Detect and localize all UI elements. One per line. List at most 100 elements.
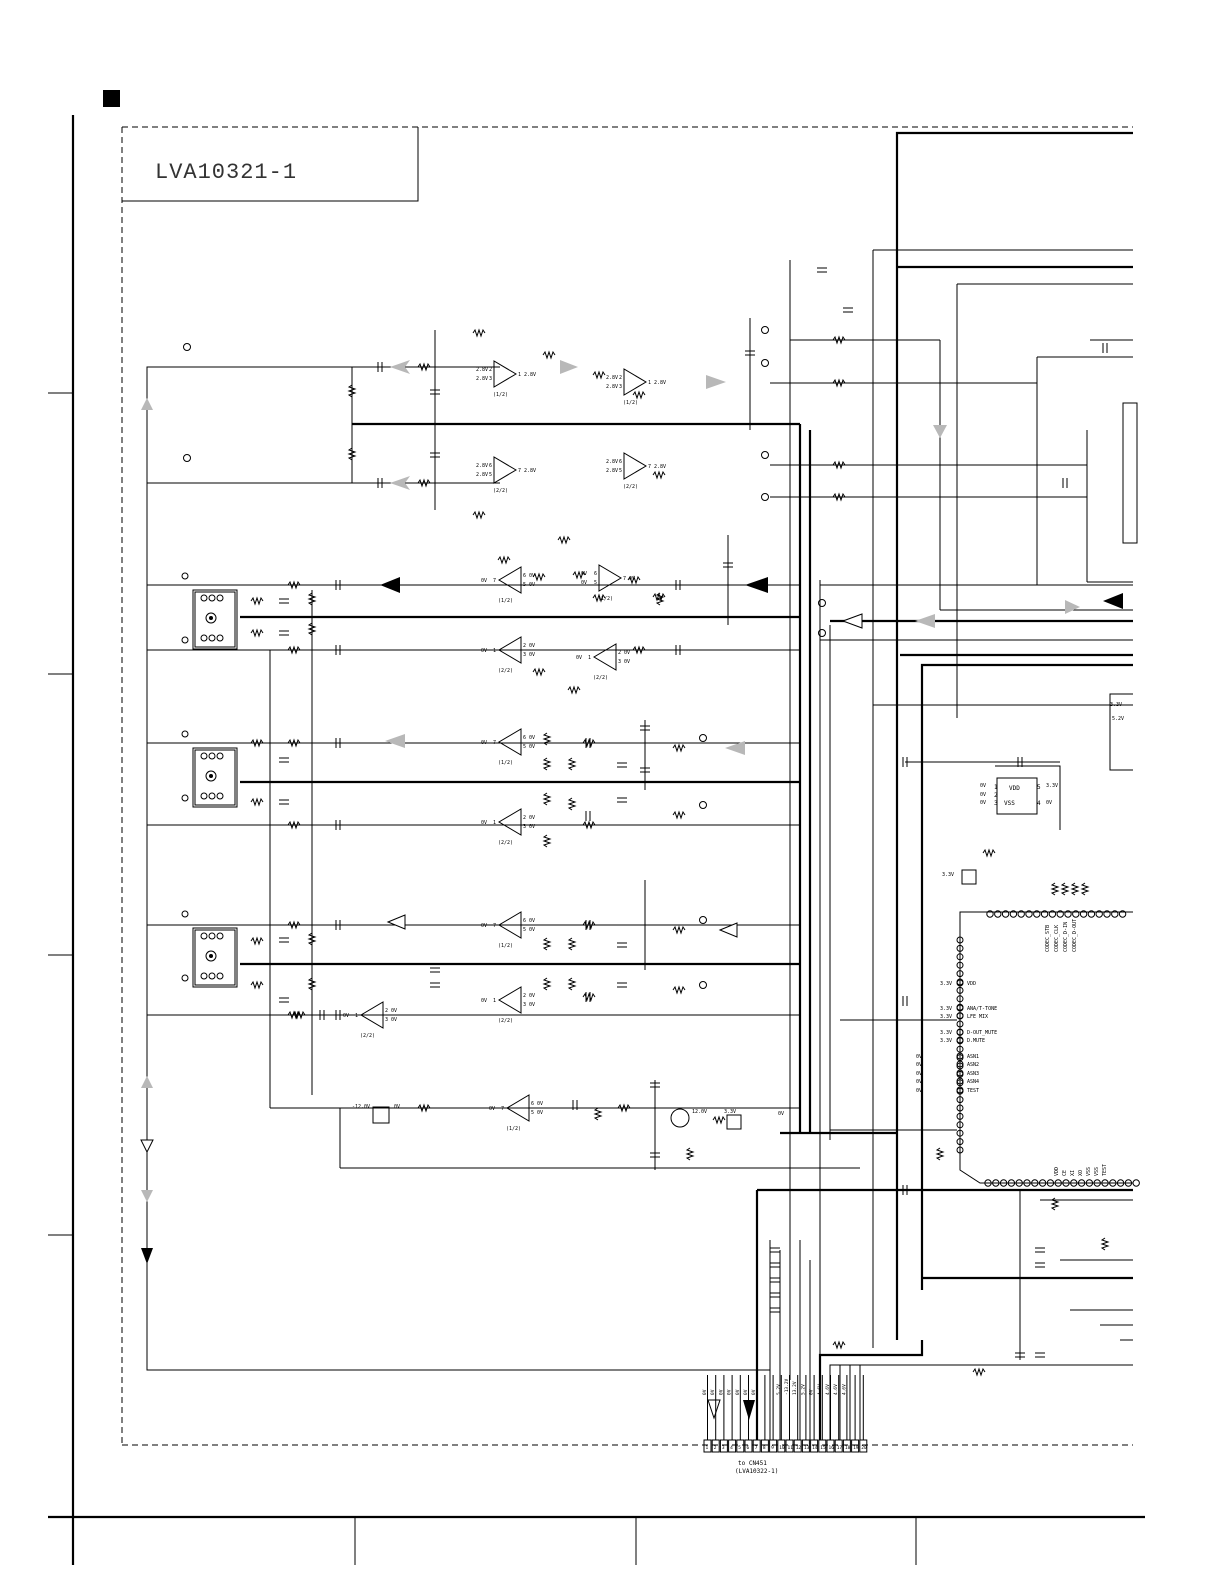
test-point	[761, 493, 769, 501]
opamp-pin-voltage: 0V	[529, 744, 535, 750]
test-point	[183, 454, 191, 462]
opamp-pin-voltage: 0V	[481, 578, 487, 584]
arrow-icon	[915, 614, 935, 628]
connector-pin: 6	[747, 1445, 750, 1451]
opamp-pin-voltage: 2.8V	[476, 367, 488, 373]
resistor	[1050, 882, 1060, 896]
opamp-unit-label: (2/2)	[623, 484, 638, 490]
dsp-pin-label: ASN1	[967, 1054, 979, 1060]
opamp-pin-voltage: 0V	[391, 1017, 397, 1023]
test-point	[761, 359, 769, 367]
gate-vss-label: VSS	[1004, 800, 1015, 807]
connector-pin: 10	[779, 1445, 785, 1451]
opamp-pin: 3	[385, 1017, 388, 1023]
resistor	[532, 667, 546, 677]
opamp-pin: 6	[619, 459, 622, 465]
dsp-bottom-pin-label: VSS	[1094, 1167, 1100, 1176]
dsp-pin-label: ANA/T-TONE	[967, 1006, 997, 1012]
resistor	[567, 757, 577, 771]
opamp-pin-voltage: 0V	[481, 648, 487, 654]
opamp-pin-voltage: 0V	[624, 650, 630, 656]
resistor	[672, 743, 686, 753]
arrow-icon	[385, 734, 405, 748]
codec-labels: CODEC_STB CODEC_CLK CODEC_D-IN CODEC_D-O…	[1045, 919, 1078, 952]
resistor	[652, 470, 666, 480]
flow-arrows	[380, 360, 1123, 1420]
arrow-icon	[560, 360, 578, 374]
connector-pin: 17	[837, 1445, 843, 1451]
opamp-pin: 7	[623, 576, 626, 582]
arrow-icon	[841, 613, 863, 629]
page-frame	[48, 90, 1145, 1565]
dsp-bottom-pin-label: VSS	[1086, 1167, 1092, 1176]
reg-label-2: 3.3V	[1110, 702, 1122, 708]
gate-pin-3: 3	[994, 800, 998, 807]
resistor	[542, 757, 552, 771]
resistor	[542, 977, 552, 991]
dsp-pin-voltage: 3.3V	[940, 1014, 952, 1020]
dsp-bottom-pin-label: CE	[1062, 1170, 1068, 1176]
resistor	[417, 362, 431, 372]
opamp-unit-label: (1/2)	[598, 596, 613, 602]
flow-arrow-icon	[141, 1248, 153, 1264]
connector-pin-voltage: 4.6V	[841, 1384, 847, 1395]
resistor	[627, 575, 641, 585]
resistor	[1100, 1237, 1110, 1251]
resistor	[287, 738, 301, 748]
opamp-pin-voltage: 0V	[529, 652, 535, 658]
resistor	[982, 848, 996, 858]
opamp-pin-voltage: 0V	[481, 820, 487, 826]
resistor	[250, 738, 264, 748]
gate-v-4: 0V	[1046, 800, 1052, 806]
tr-label-3: 12.0V	[692, 1109, 707, 1115]
opamp-unit-label: (2/2)	[360, 1033, 375, 1039]
opamp-pin-voltage: 0V	[629, 576, 635, 582]
resistor	[632, 645, 646, 655]
opamp-pin: 2	[385, 1008, 388, 1014]
resistor	[832, 460, 846, 470]
resistor	[1060, 882, 1070, 896]
opamp-pin: 5	[523, 744, 526, 750]
opamp-unit-label: (1/2)	[498, 943, 513, 949]
opamp-pin: 6	[531, 1101, 534, 1107]
codec-clk-label: CODEC_CLK	[1054, 925, 1060, 952]
reg-label-3: 5.2V	[1112, 716, 1124, 722]
opamp-pin: 7	[518, 468, 521, 474]
bottom-driver: -12.0V 0V 12.0V 3.3V 0V	[352, 1104, 784, 1130]
opamp-pin: 6	[594, 571, 597, 577]
dsp-pin-label: ASN4	[967, 1079, 979, 1085]
opamp-unit-label: (1/2)	[498, 598, 513, 604]
connector-pin-voltage: 0V	[735, 1389, 741, 1395]
opamp-pin: 1	[588, 655, 591, 661]
gate-v-3: 0V	[980, 800, 986, 806]
arrow-icon	[380, 577, 400, 593]
opamp-pin: 6	[523, 918, 526, 924]
opamp-pin-voltage: 0V	[481, 923, 487, 929]
opamp-pin-voltage: 0V	[529, 918, 535, 924]
connector-pin: 2	[714, 1445, 717, 1451]
resistor	[567, 937, 577, 951]
resistor	[287, 820, 301, 830]
board-outline: LVA10321-1	[121, 126, 1133, 1446]
opamp-unit-label: (2/2)	[593, 675, 608, 681]
connector-pin-voltage: -13.2V	[784, 1378, 790, 1395]
connector-pin-voltage: 0V	[718, 1389, 724, 1395]
opamp-pin-voltage: 0V	[624, 659, 630, 665]
resistor	[292, 1010, 306, 1020]
opamp-pin-voltage: 2.8V	[606, 384, 618, 390]
opamp-pin: 5	[594, 580, 597, 586]
tr-label-2: 0V	[394, 1104, 400, 1110]
opamp-pin-voltage: 0V	[529, 927, 535, 933]
resistor	[1050, 1197, 1060, 1211]
connector-pin-voltage: 0V	[751, 1389, 757, 1395]
tr-label-5: 0V	[778, 1111, 784, 1117]
opamp-pin: 7	[648, 464, 651, 470]
dsp-pin-label: ASN3	[967, 1071, 979, 1077]
connector-pin-voltage: 4.6V	[833, 1384, 839, 1395]
connector-pin: 13	[804, 1445, 810, 1451]
opamp-pin-voltage: 2.8V	[606, 468, 618, 474]
